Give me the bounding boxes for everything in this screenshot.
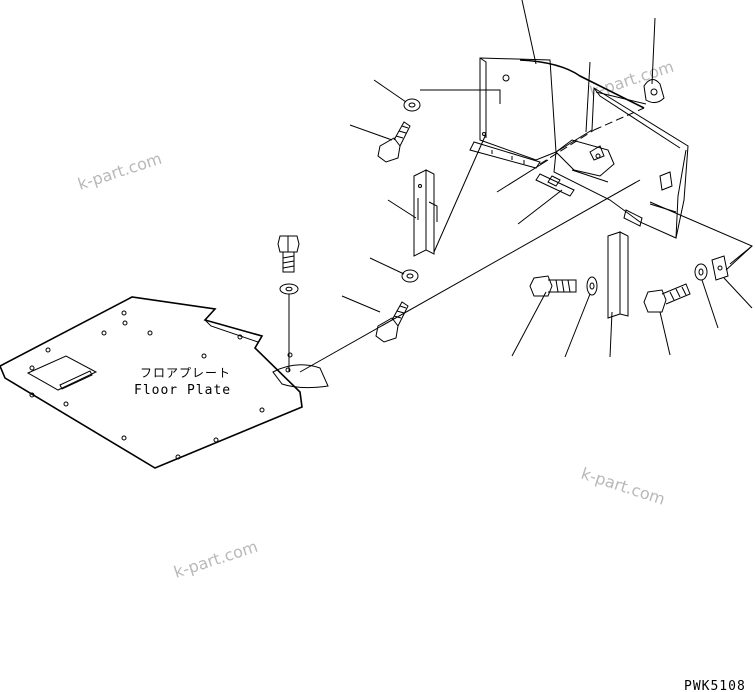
part-name-japanese: フロアプレート	[140, 366, 231, 380]
watermark: k-part.com	[75, 149, 164, 194]
watermark: k-part.com	[171, 537, 260, 582]
drawing-code: PWK5108	[684, 679, 746, 692]
bolt-hole	[29, 310, 293, 460]
watermark: k-part.com	[579, 464, 668, 509]
bolt	[643, 283, 691, 313]
floor-plate	[0, 296, 329, 469]
washer	[403, 98, 421, 112]
hinge-strip	[607, 231, 629, 319]
bolt	[277, 235, 300, 273]
washer	[401, 269, 419, 283]
mounting-bracket	[469, 57, 557, 169]
pipe-clamp	[643, 79, 665, 104]
frame-bracket	[535, 87, 689, 239]
tube	[519, 59, 645, 109]
leader-lines	[341, 0, 753, 358]
washer	[694, 263, 708, 281]
assembly-line	[299, 179, 641, 373]
bolt	[377, 121, 411, 163]
washer	[586, 276, 598, 296]
part-name-english: Floor Plate	[134, 383, 231, 398]
shim-plate	[711, 255, 729, 281]
bolt	[375, 301, 409, 343]
hinge-strip	[413, 169, 438, 257]
bolt	[529, 275, 577, 297]
washer	[279, 283, 299, 295]
